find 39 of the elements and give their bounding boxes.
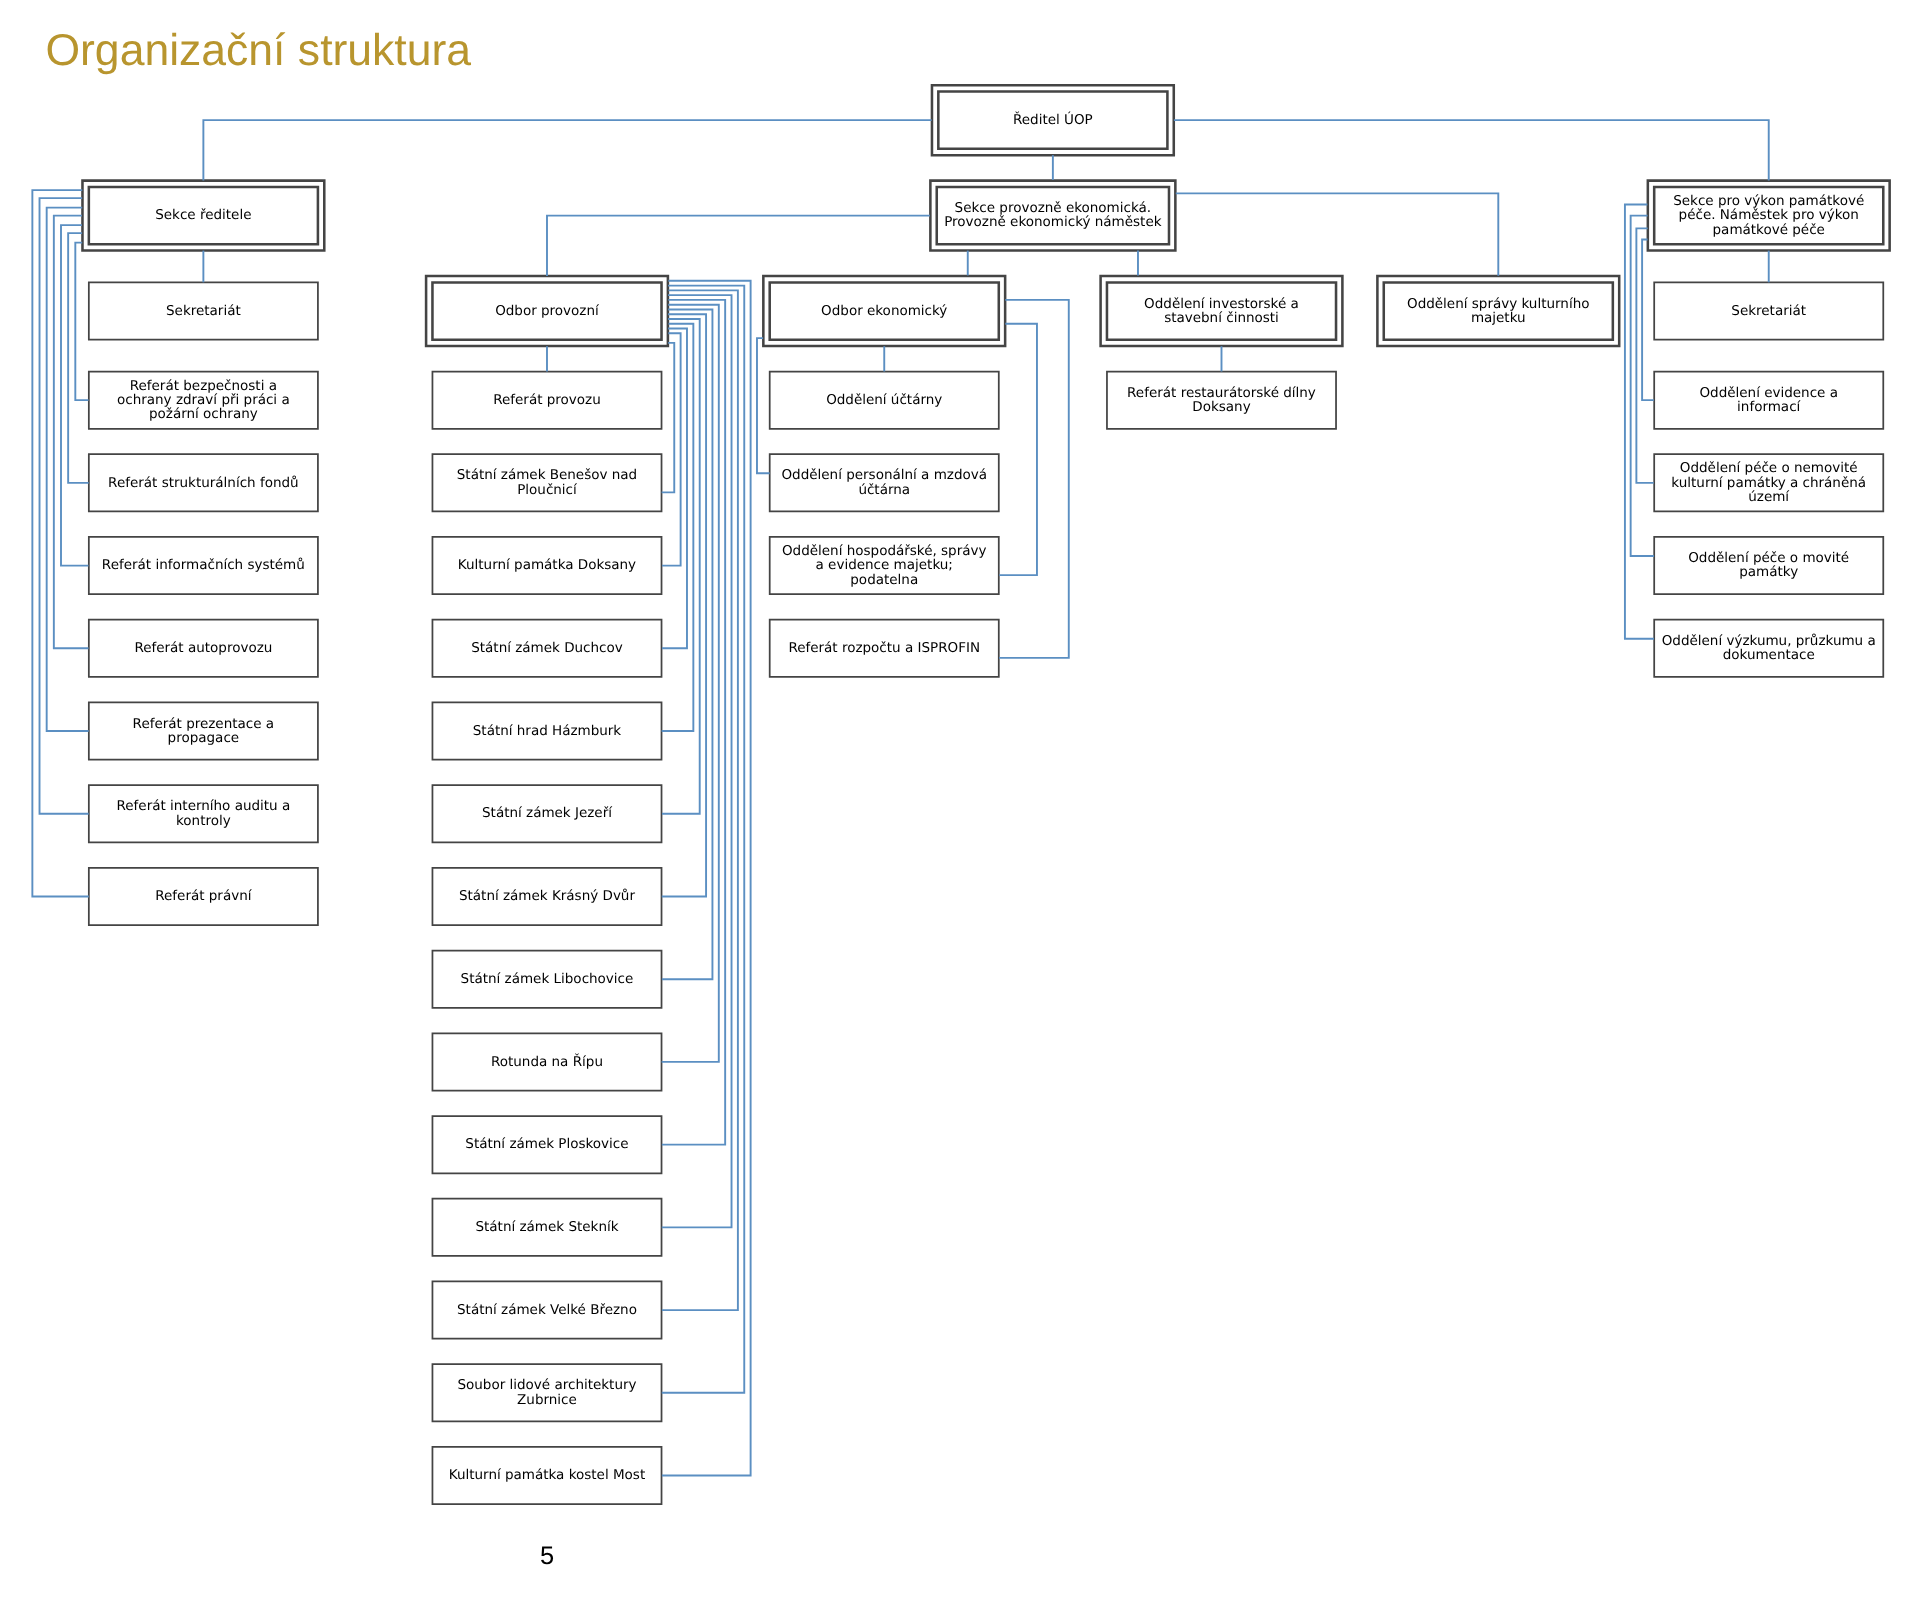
connector — [659, 308, 713, 981]
connector — [1171, 119, 1769, 182]
connector — [37, 197, 89, 815]
connector — [1628, 214, 1655, 557]
label: 5 — [538, 1540, 554, 1571]
connector — [545, 214, 930, 277]
connector — [201, 119, 932, 182]
connector — [1634, 227, 1654, 484]
connector — [201, 249, 204, 284]
diagram-title: Organizační struktura — [44, 25, 471, 76]
connector — [755, 337, 770, 475]
connector — [659, 294, 732, 1229]
connector — [965, 249, 968, 277]
connector — [30, 189, 89, 898]
connector — [660, 332, 681, 567]
connector — [659, 341, 675, 494]
connector — [997, 298, 1069, 659]
connector — [659, 322, 694, 732]
connector — [659, 303, 719, 1063]
connector — [66, 232, 89, 484]
connector — [1219, 345, 1222, 373]
connector — [545, 345, 547, 373]
connector — [1766, 249, 1769, 284]
connector — [659, 298, 726, 1146]
connector — [882, 345, 885, 373]
connector — [44, 206, 89, 732]
connector — [660, 318, 700, 815]
connector — [59, 224, 89, 567]
connector — [997, 322, 1037, 577]
connector — [659, 313, 707, 898]
connector — [659, 289, 738, 1312]
connector — [73, 241, 89, 402]
connector — [51, 214, 89, 650]
connector — [1050, 154, 1053, 181]
connector — [1640, 238, 1654, 402]
connector — [1173, 192, 1499, 277]
connector — [1622, 203, 1654, 640]
connector — [660, 327, 687, 650]
connector — [1136, 249, 1138, 277]
